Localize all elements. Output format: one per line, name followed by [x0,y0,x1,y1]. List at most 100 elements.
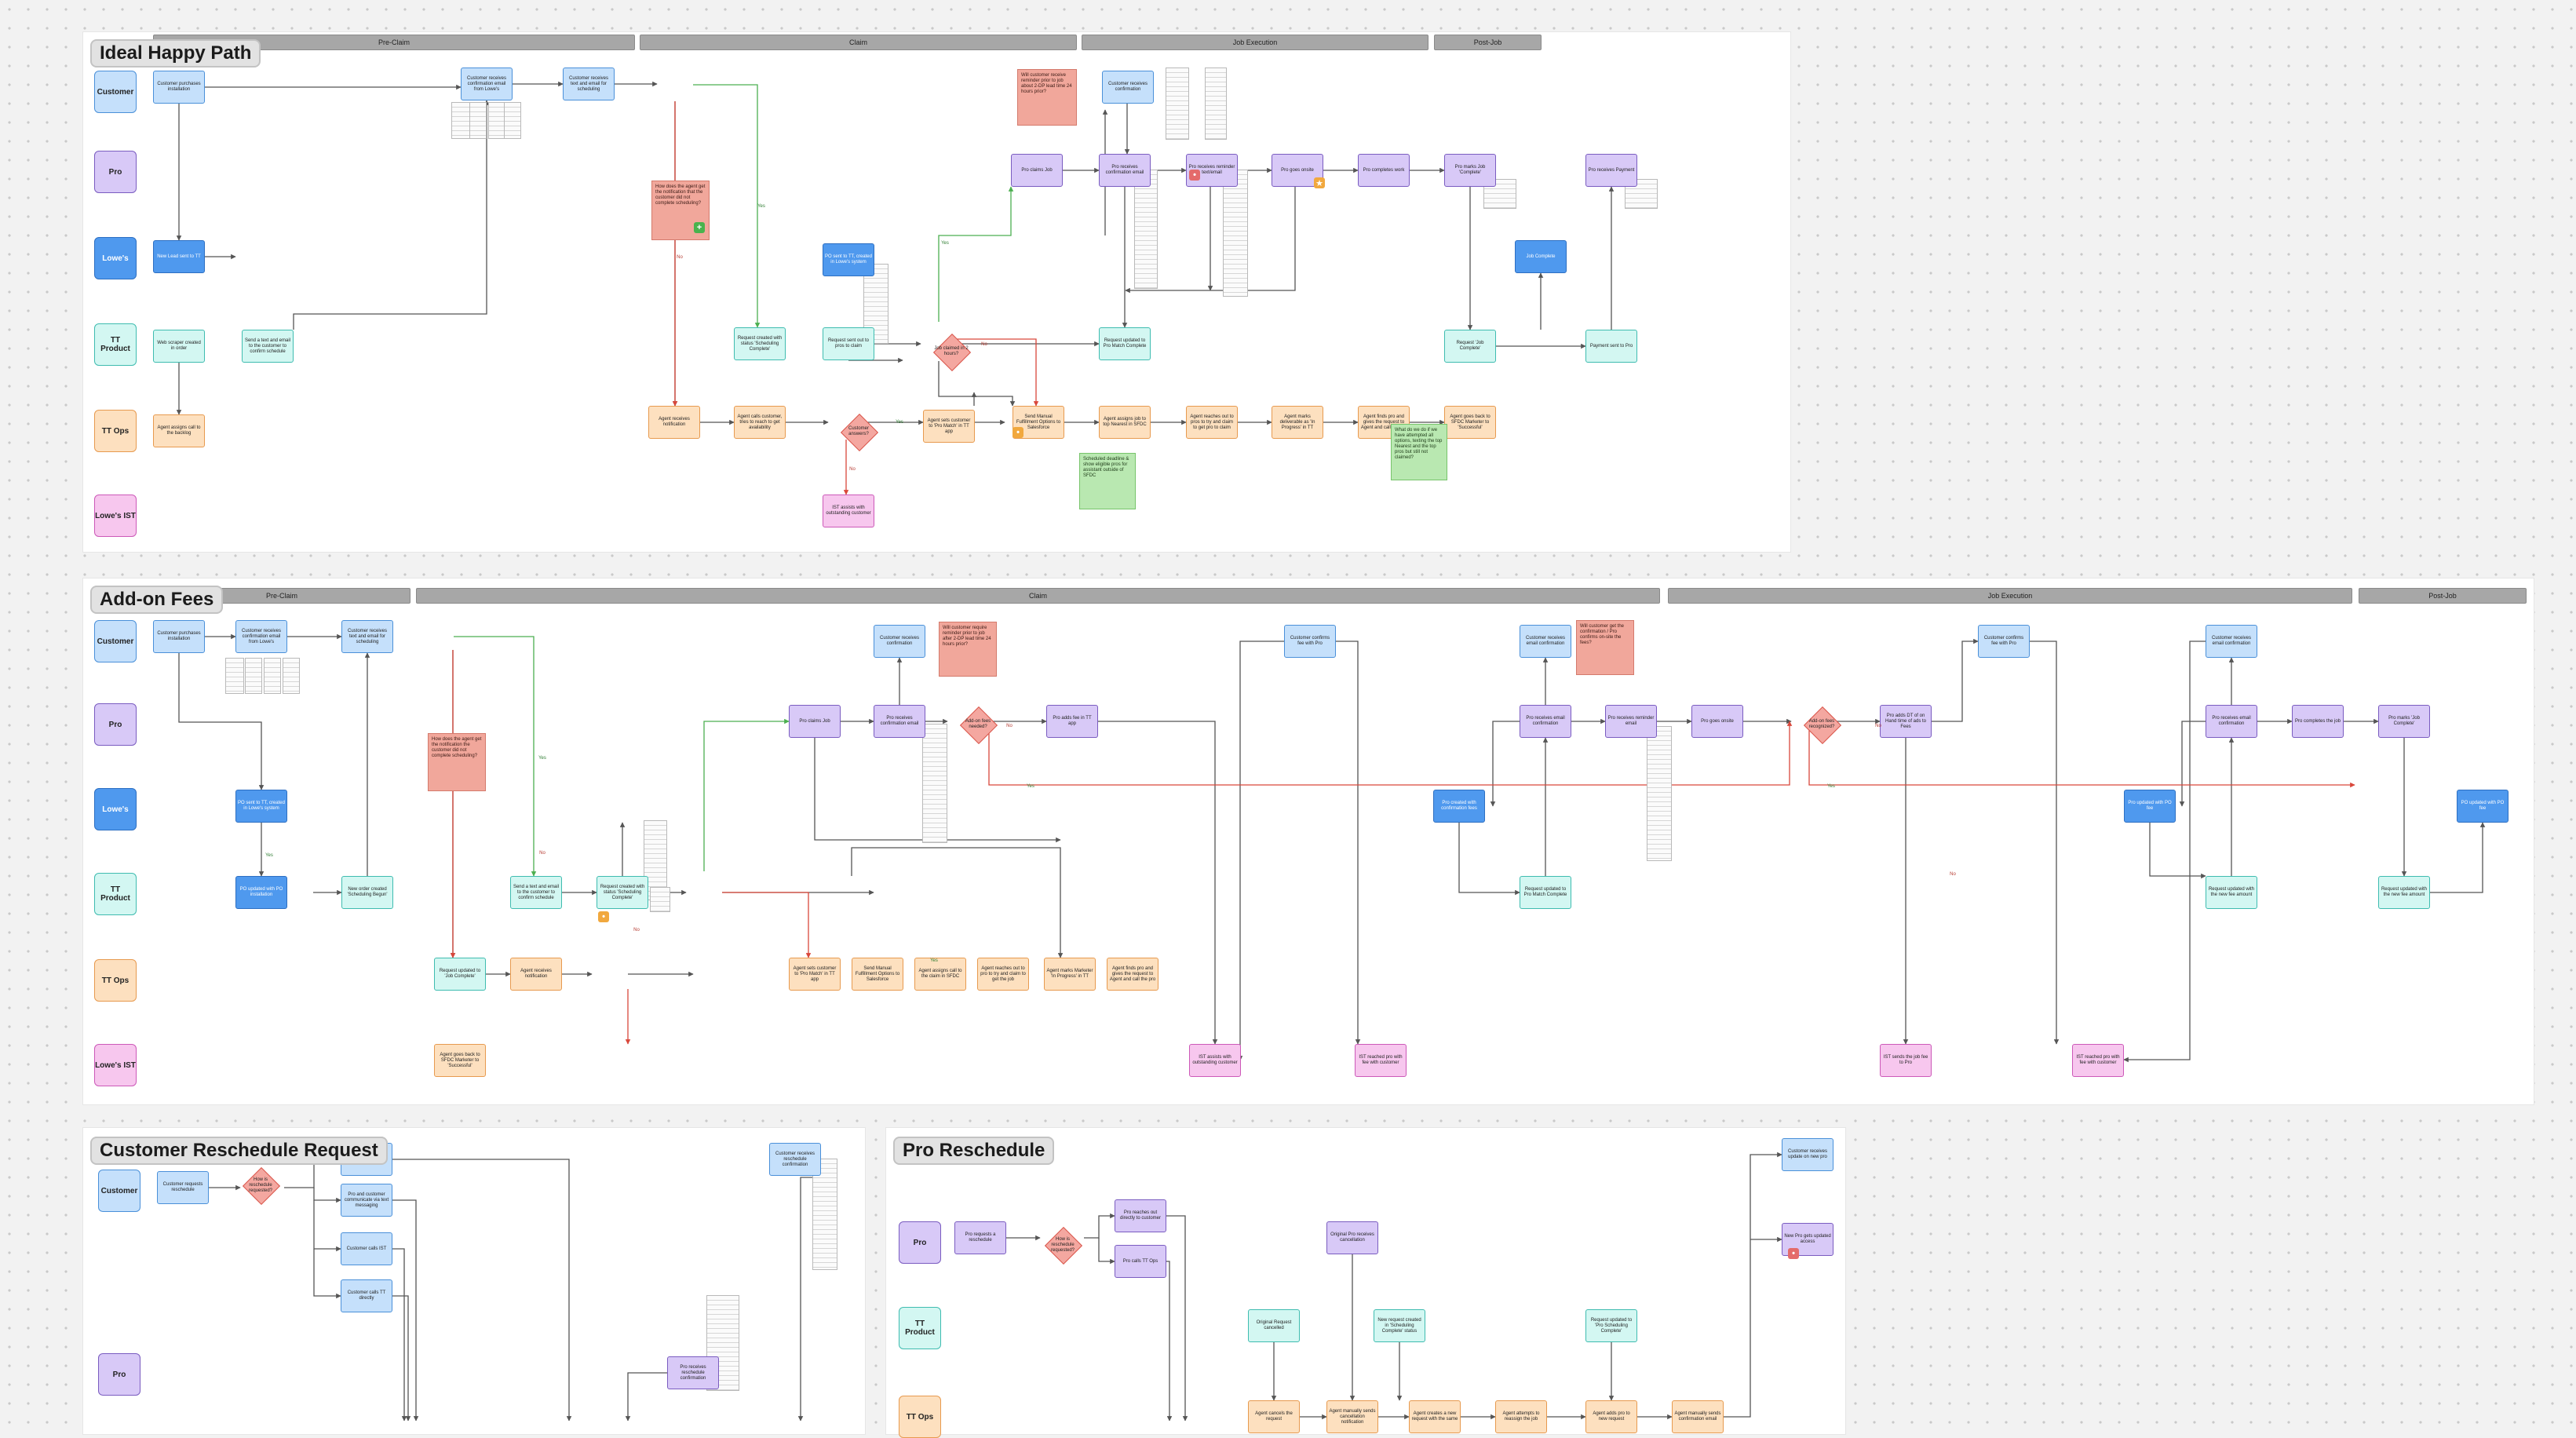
pro-reschedule-step-orange[interactable]: Agent attempts to reassign the job [1495,1400,1547,1433]
add-on-fees-step-teal[interactable]: Request updated with the new fee amount [2378,876,2430,909]
ideal-happy-path-screenshot-thumbnail[interactable] [488,102,505,139]
customer-reschedule-request-step-blue[interactable]: Customer calls TT directly [341,1279,392,1312]
add-on-fees-step-purple[interactable]: Pro completes the job [2292,705,2344,738]
add-on-fees-step-blue[interactable]: Customer confirms fee with Pro [1284,625,1336,658]
add-on-fees-step-orange[interactable]: Agent finds pro and gives the request to… [1107,958,1158,991]
add-on-fees-step-blue[interactable]: Customer receives text and email for sch… [341,620,393,653]
customer-reschedule-request-step-blue[interactable]: Pro and customer communicate via text me… [341,1184,392,1217]
ideal-happy-path-screenshot-thumbnail[interactable] [863,264,888,344]
ideal-happy-path-step-blue[interactable]: Customer receives text and email for sch… [563,68,615,100]
add-on-fees-step-blue[interactable]: Customer receives confirmation email fro… [235,620,287,653]
add-on-fees-step-dblue[interactable]: Pro updated with PO fee [2124,790,2176,823]
pro-reschedule-step-orange[interactable]: Agent manually sends confirmation email [1672,1400,1724,1433]
pro-reschedule-step-orange[interactable]: Agent cancels the request [1248,1400,1300,1433]
ideal-happy-path-step-orange[interactable]: Agent sets customer to 'Pro Match' in TT… [923,410,975,443]
ideal-happy-path-step-blue[interactable]: Customer purchases installation [153,71,205,104]
ideal-happy-path-screenshot-thumbnail[interactable] [1166,68,1189,140]
pro-reschedule-step-purple[interactable]: Pro requests a reschedule [954,1221,1006,1254]
add-on-fees-step-purple[interactable]: Pro claims Job [789,705,841,738]
pro-reschedule-step-teal[interactable]: Request updated to 'Pro Scheduling Compl… [1585,1309,1637,1342]
ideal-happy-path-screenshot-thumbnail[interactable] [1134,170,1158,289]
ideal-happy-path-step-orange[interactable]: Agent assigns call to the backlog [153,414,205,447]
add-on-fees-step-purple[interactable]: Pro receives confirmation email [874,705,925,738]
add-on-fees-step-pink[interactable]: IST reached pro with fee with customer [1355,1044,1407,1077]
pro-reschedule-step-teal[interactable]: Original Request cancelled [1248,1309,1300,1342]
add-on-fees-screenshot-thumbnail[interactable] [264,658,281,694]
ideal-happy-path-step-dblue[interactable]: Job Complete [1515,240,1567,273]
ideal-happy-path-screenshot-thumbnail[interactable] [451,102,470,139]
add-on-fees-step-blue[interactable]: Customer receives email confirmation [2206,625,2257,658]
add-on-fees-step-orange[interactable]: Agent sets customer to 'Pro Match' in TT… [789,958,841,991]
add-on-fees-step-orange[interactable]: Agent marks Marketer 'In Progress' in TT [1044,958,1096,991]
ideal-happy-path-step-teal[interactable]: Request updated to Pro Match Complete [1099,327,1151,360]
ideal-happy-path-step-dblue[interactable]: PO sent to TT, created in Lowe's system [823,243,874,276]
add-on-fees-step-teal[interactable]: Request updated to Pro Match Complete [1520,876,1571,909]
ideal-happy-path-step-dblue[interactable]: New Lead sent to TT [153,240,205,273]
add-on-fees-screenshot-thumbnail[interactable] [283,658,300,694]
add-on-fees-step-blue[interactable]: Customer receives confirmation [874,625,925,658]
add-on-fees-step-dblue[interactable]: Pro created with confirmation fees [1433,790,1485,823]
ideal-happy-path-screenshot-thumbnail[interactable] [1205,68,1227,140]
ideal-happy-path-step-purple[interactable]: Pro claims Job [1011,154,1063,187]
add-on-fees-step-dblue[interactable]: PO updated with PO fee [2457,790,2508,823]
ideal-happy-path-step-pink[interactable]: IST assists with outstanding customer [823,495,874,527]
add-on-fees-screenshot-thumbnail[interactable] [1647,726,1672,861]
ideal-happy-path-screenshot-thumbnail[interactable] [1223,170,1248,297]
ideal-happy-path-screenshot-thumbnail[interactable] [469,102,487,139]
add-on-fees-screenshot-thumbnail[interactable] [922,724,947,843]
ideal-happy-path-step-orange[interactable]: Agent reaches out to pros to try and cla… [1186,406,1238,439]
pro-reschedule-step-orange[interactable]: Agent manually sends cancellation notifi… [1326,1400,1378,1433]
ideal-happy-path-step-blue[interactable]: Customer receives confirmation [1102,71,1154,104]
add-on-fees-step-teal[interactable]: Request updated to 'Job Complete' [434,958,486,991]
add-on-fees-step-pink[interactable]: IST sends the job fee to Pro [1880,1044,1932,1077]
customer-reschedule-request-step-blue[interactable]: Customer receives reschedule confirmatio… [769,1143,821,1176]
ideal-happy-path-step-purple[interactable]: Pro marks Job 'Complete' [1444,154,1496,187]
add-on-fees-step-orange[interactable]: Agent reaches out to pro to try and clai… [977,958,1029,991]
add-on-fees-step-teal[interactable]: Request updated with the new fee amount [2206,876,2257,909]
ideal-happy-path-step-teal[interactable]: Payment sent to Pro [1585,330,1637,363]
add-on-fees-step-orange[interactable]: Send Manual Fulfillment Options to Sales… [852,958,903,991]
add-on-fees-step-blue[interactable]: Customer confirms fee with Pro [1978,625,2030,658]
pro-reschedule-step-blue[interactable]: Customer receives update on new pro [1782,1138,1833,1171]
pro-reschedule-step-orange[interactable]: Agent creates a new request with the sam… [1409,1400,1461,1433]
ideal-happy-path-step-teal[interactable]: Web scraper created in order [153,330,205,363]
add-on-fees-step-purple[interactable]: Pro marks 'Job Complete' [2378,705,2430,738]
add-on-fees-step-purple[interactable]: Pro receives email confirmation [1520,705,1571,738]
ideal-happy-path-step-purple[interactable]: Pro completes work [1358,154,1410,187]
add-on-fees-step-purple[interactable]: Pro receives email confirmation [2206,705,2257,738]
ideal-happy-path-step-teal[interactable]: Send a text and email to the customer to… [242,330,294,363]
add-on-fees-step-dblue[interactable]: PO updated with PO installation [235,876,287,909]
add-on-fees-step-blue[interactable]: Customer purchases installation [153,620,205,653]
add-on-fees-step-purple[interactable]: Pro adds DT of on Hand time of ads to Fe… [1880,705,1932,738]
ideal-happy-path-step-purple[interactable]: Pro receives confirmation email [1099,154,1151,187]
ideal-happy-path-step-orange[interactable]: Agent marks deliverable as 'In Progress'… [1272,406,1323,439]
ideal-happy-path-screenshot-thumbnail[interactable] [504,102,521,139]
add-on-fees-step-purple[interactable]: Pro goes onsite [1691,705,1743,738]
ideal-happy-path-step-blue[interactable]: Customer receives confirmation email fro… [461,68,513,100]
ideal-happy-path-step-orange[interactable]: Agent calls customer, tries to reach to … [734,406,786,439]
add-on-fees-step-orange[interactable]: Agent assigns call to the claim in SFDC [914,958,966,991]
add-on-fees-step-purple[interactable]: Pro adds fee in TT app [1046,705,1098,738]
customer-reschedule-request-step-blue[interactable]: Customer requests reschedule [157,1171,209,1204]
pro-reschedule-step-purple[interactable]: Pro calls TT Ops [1115,1245,1166,1278]
add-on-fees-step-teal[interactable]: Send a text and email to the customer to… [510,876,562,909]
ideal-happy-path-step-teal[interactable]: Request 'Job Complete' [1444,330,1496,363]
customer-reschedule-request-step-purple[interactable]: Pro receives reschedule confirmation [667,1356,719,1389]
add-on-fees-screenshot-thumbnail[interactable] [245,658,262,694]
add-on-fees-step-orange[interactable]: Agent goes back to SFDC Marketer to 'Suc… [434,1044,486,1077]
add-on-fees-step-blue[interactable]: Customer receives email confirmation [1520,625,1571,658]
add-on-fees-step-orange[interactable]: Agent receives notification [510,958,562,991]
ideal-happy-path-step-orange[interactable]: Agent assigns job to top Nearest in SFDC [1099,406,1151,439]
add-on-fees-step-purple[interactable]: Pro receives reminder email [1605,705,1657,738]
customer-reschedule-request-screenshot-thumbnail[interactable] [812,1159,837,1270]
ideal-happy-path-step-orange[interactable]: Agent goes back to SFDC Marketer to 'Suc… [1444,406,1496,439]
add-on-fees-step-dblue[interactable]: PO sent to TT, created in Lowe's system [235,790,287,823]
add-on-fees-step-teal[interactable]: Request created with status 'Scheduling … [597,876,648,909]
ideal-happy-path-step-purple[interactable]: Pro receives Payment [1585,154,1637,187]
pro-reschedule-step-purple[interactable]: Pro reaches out directly to customer [1115,1199,1166,1232]
pro-reschedule-step-orange[interactable]: Agent adds pro to new request [1585,1400,1637,1433]
pro-reschedule-step-teal[interactable]: New request created in 'Scheduling Compl… [1374,1309,1425,1342]
ideal-happy-path-step-teal[interactable]: Request created with status 'Scheduling … [734,327,786,360]
ideal-happy-path-step-orange[interactable]: Agent receives notification [648,406,700,439]
pro-reschedule-step-purple[interactable]: Original Pro receives cancellation [1326,1221,1378,1254]
